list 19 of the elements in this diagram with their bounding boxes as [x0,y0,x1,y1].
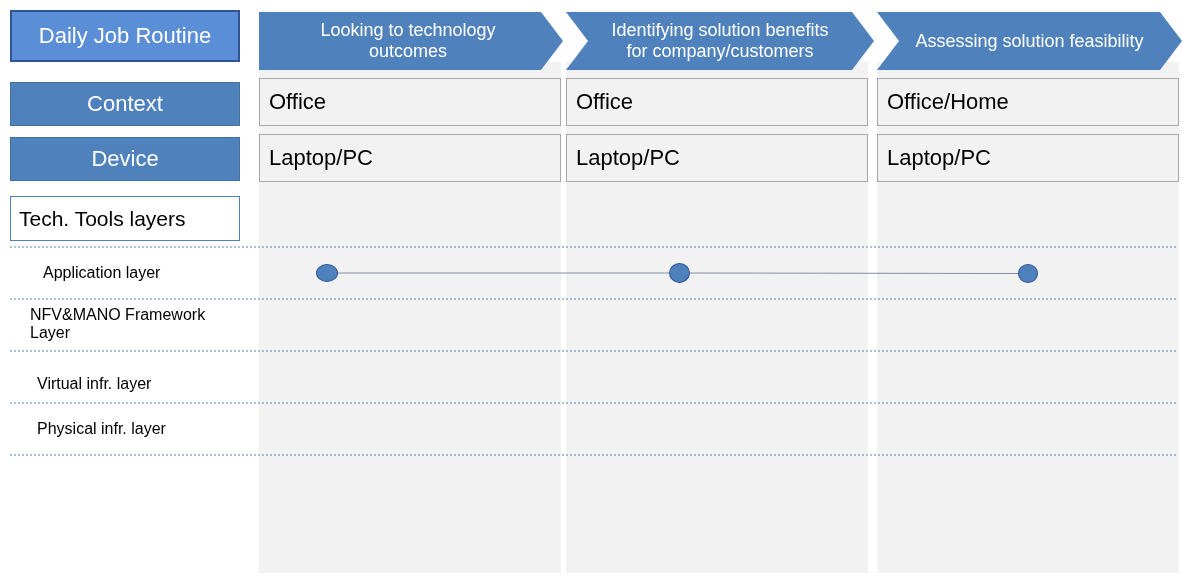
connector-line [689,272,1019,274]
chevron-step: Identifying solution benefits for company/customers [566,12,874,70]
row-header-box: Device [10,137,240,181]
layer-label: Physical infr. layer [37,420,167,438]
layer-label: Virtual infr. layer [37,375,153,393]
chevron-step: Assessing solution feasibility [877,12,1182,70]
connector-line [337,272,670,274]
cell-box: Office/Home [877,78,1179,126]
layer-label: NFV&MANO Framework Layer [30,306,207,342]
row-header-box: Context [10,82,240,126]
chevron-step: Looking to technology outcomes [259,12,563,70]
cell-box: Laptop/PC [259,134,561,182]
cell-box: Office [566,78,868,126]
header-box: Daily Job Routine [10,10,240,62]
layer-label: Application layer [43,264,162,282]
cell-box: Laptop/PC [566,134,868,182]
cell-box: Office [259,78,561,126]
cell-box: Laptop/PC [877,134,1179,182]
section-header-box: Tech. Tools layers [10,196,240,241]
